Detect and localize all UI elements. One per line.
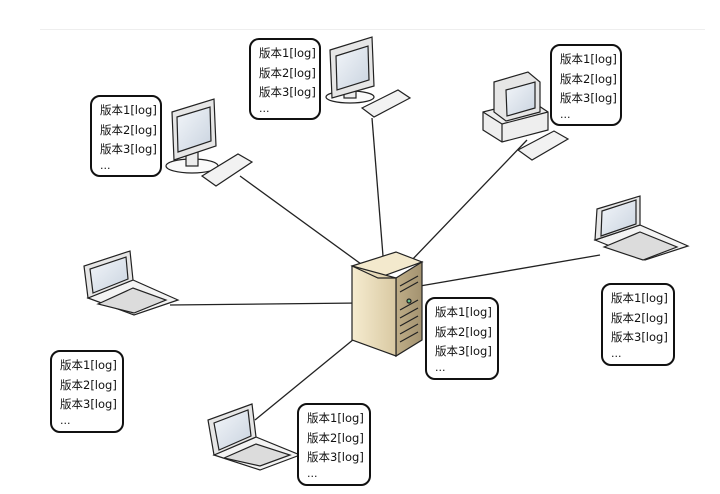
version-3-label: 版本3[log]: [560, 91, 617, 105]
version-1-label: 版本1[log]: [307, 411, 364, 425]
link-top-desktop: [371, 117, 384, 257]
connection-lines: [169, 117, 601, 421]
keyboard-icon: [200, 153, 254, 187]
more-versions-label: ...: [560, 107, 571, 121]
version-list-bottom: 版本1[log] 版本2[log] 版本3[log] ...: [297, 403, 371, 486]
link-right-laptop: [419, 254, 601, 287]
server-icon: [350, 251, 424, 358]
laptop-icon: [207, 403, 302, 471]
desktop-monitor-icon: [165, 98, 219, 174]
version-3-label: 版本3[log]: [611, 330, 668, 344]
more-versions-label: ...: [100, 158, 111, 172]
version-1-label: 版本1[log]: [435, 305, 492, 319]
version-2-label: 版本2[log]: [307, 430, 364, 445]
laptop-icon: [83, 250, 180, 316]
version-3-label: 版本3[log]: [60, 397, 117, 411]
version-list-top: 版本1[log] 版本2[log] 版本3[log] ...: [249, 38, 321, 120]
desktop-pc-icon: [482, 71, 549, 143]
version-2-label: 版本2[log]: [435, 324, 492, 339]
desktop-monitor-icon: [325, 36, 375, 104]
laptop-icon: [593, 195, 690, 261]
more-versions-label: ...: [611, 346, 622, 360]
version-1-label: 版本1[log]: [100, 103, 157, 117]
version-1-label: 版本1[log]: [611, 291, 668, 305]
version-2-label: 版本2[log]: [611, 310, 668, 325]
version-2-label: 版本2[log]: [560, 71, 617, 86]
version-1-label: 版本1[log]: [259, 46, 316, 60]
version-list-top-left: 版本1[log] 版本2[log] 版本3[log] ...: [90, 95, 162, 177]
version-list-left: 版本1[log] 版本2[log] 版本3[log] ...: [50, 350, 124, 433]
version-1-label: 版本1[log]: [60, 358, 117, 372]
version-2-label: 版本2[log]: [259, 65, 316, 80]
version-list-top-right: 版本1[log] 版本2[log] 版本3[log] ...: [550, 44, 622, 126]
version-3-label: 版本3[log]: [259, 85, 316, 99]
version-3-label: 版本3[log]: [100, 142, 157, 156]
version-3-label: 版本3[log]: [435, 344, 492, 358]
version-list-server: 版本1[log] 版本2[log] 版本3[log] ...: [425, 297, 499, 380]
version-list-right: 版本1[log] 版本2[log] 版本3[log] ...: [601, 283, 675, 366]
more-versions-label: ...: [60, 413, 71, 427]
keyboard-icon: [516, 130, 570, 161]
more-versions-label: ...: [259, 101, 270, 115]
keyboard-icon: [360, 89, 412, 118]
more-versions-label: ...: [435, 360, 446, 374]
more-versions-label: ...: [307, 466, 318, 480]
link-top-right-pc: [409, 139, 528, 263]
version-2-label: 版本2[log]: [60, 377, 117, 392]
version-1-label: 版本1[log]: [560, 52, 617, 66]
link-bottom-laptop: [254, 329, 366, 421]
header-divider: [40, 29, 705, 30]
version-3-label: 版本3[log]: [307, 450, 364, 464]
link-left-laptop: [169, 302, 361, 306]
version-2-label: 版本2[log]: [100, 122, 157, 137]
link-top-left-desktop: [239, 175, 373, 273]
